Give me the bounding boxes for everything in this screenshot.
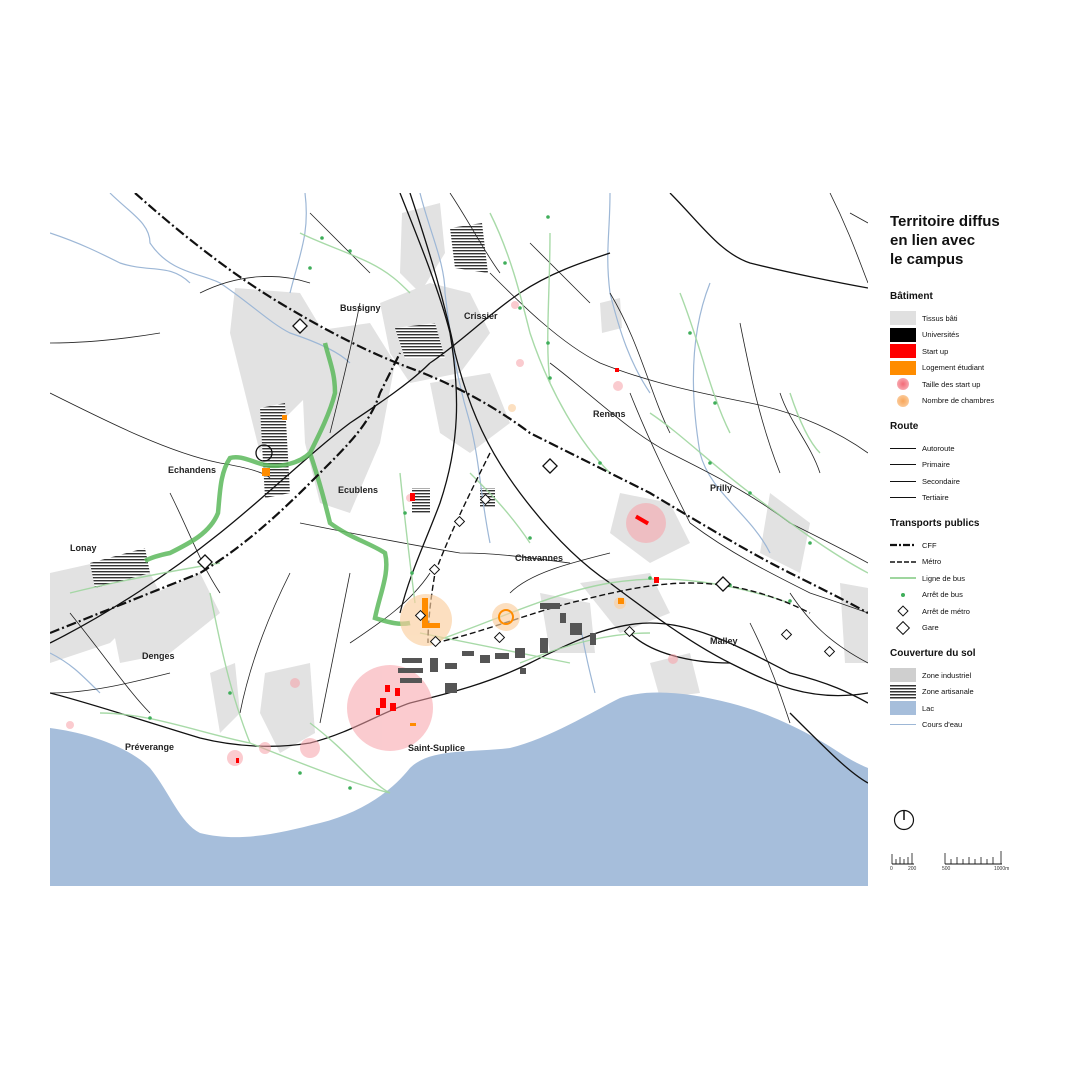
legend-batiment: Bâtiment Tissus bâti Universités Start u… [890,291,1070,409]
legend-item-bus-line: Ligne de bus [890,570,1070,587]
title-line: le campus [890,251,964,268]
legend-label: Secondaire [922,476,960,486]
map-svg: Bussigny Crissier Renens Echandens Ecubl… [50,193,868,886]
legend-section-title: Route [890,421,919,432]
university-buildings [398,603,596,693]
legend-label: Métro [922,557,942,567]
legend-label: Tertiaire [922,493,949,503]
legend-label: Lac [922,703,935,713]
legend-item-metro: Métro [890,554,1070,571]
logement-halos [400,404,626,646]
legend-item-cff: CFF [890,537,1070,554]
legend-item-taille-startup: Taille des start up [890,376,1070,393]
roads-minor [50,193,868,724]
legend-label: Cours d'eau [922,720,963,730]
place-label: Denges [142,651,175,661]
lake [50,692,868,886]
scale-label: 200 [908,866,917,872]
legend-item-autoroute: Autoroute [890,440,1070,457]
logement-buildings [262,415,624,726]
logement-ring [498,609,514,625]
legend-label: Taille des start up [922,379,981,389]
legend-sol: Couverture du sol Zone industriel Zone a… [890,648,1070,733]
title-line: en lien avec [890,232,976,249]
legend-route: Route Autoroute Primaire Secondaire Tert… [890,421,1070,506]
legend-transports: Transports publics CFF Métro Ligne de bu… [890,518,1070,636]
legend-label: Arrêt de métro [922,606,970,616]
legend-label: Autoroute [922,443,955,453]
scale-label: 500 [942,866,951,872]
place-label: Lonay [70,543,97,553]
legend-item-tertiaire: Tertiaire [890,490,1070,507]
legend-item-startup: Start up [890,343,1070,360]
title-line: Territoire diffus [890,213,1000,230]
built-tissue [50,203,868,753]
legend: Territoire diffus en lien avec le campus… [890,212,1070,745]
scale-bar-icon: 0 200 500 1000m [890,848,1009,872]
place-label: Malley [710,636,738,646]
legend-item-tissus: Tissus bâti [890,310,1070,327]
north-arrow-icon [893,809,915,836]
legend-label: CFF [922,540,937,550]
echandens-marker [255,444,273,462]
map-title: Territoire diffus en lien avec le campus [890,212,1070,269]
place-label: Crissier [464,311,498,321]
legend-label: Primaire [922,460,950,470]
legend-label: Tissus bâti [922,313,958,323]
place-label: Saint-Suplice [408,743,465,753]
legend-label: Zone artisanale [922,687,974,697]
place-label: Echandens [168,465,216,475]
legend-item-cours-eau: Cours d'eau [890,717,1070,734]
train-stations [197,318,731,592]
legend-section-title: Transports publics [890,518,980,529]
legend-item-industriel: Zone industriel [890,667,1070,684]
legend-label: Ligne de bus [922,573,965,583]
legend-item-logement: Logement étudiant [890,360,1070,377]
legend-item-metro-stop: Arrêt de métro [890,603,1070,620]
legend-item-secondaire: Secondaire [890,473,1070,490]
legend-label: Logement étudiant [922,363,985,373]
legend-item-universites: Universités [890,327,1070,344]
legend-label: Universités [922,330,960,340]
legend-label: Start up [922,346,949,356]
metro-stops [414,493,836,658]
legend-item-primaire: Primaire [890,457,1070,474]
legend-label: Gare [922,623,939,633]
roads-major [50,193,868,784]
place-labels: Bussigny Crissier Renens Echandens Ecubl… [70,303,738,753]
place-label: Renens [593,409,626,419]
legend-section-title: Couverture du sol [890,648,976,659]
place-label: Bussigny [340,303,381,313]
place-label: Chavannes [515,553,563,563]
legend-item-bus-stop: Arrêt de bus [890,587,1070,604]
startup-buildings [236,368,659,763]
map-area: Bussigny Crissier Renens Echandens Ecubl… [50,193,868,886]
place-label: Ecublens [338,485,378,495]
place-label: Préverange [125,742,174,752]
scale-label: 1000m [994,866,1010,872]
bus-stops [148,215,812,790]
legend-label: Nombre de chambres [922,396,995,406]
legend-item-lac: Lac [890,700,1070,717]
place-label: Prilly [710,483,732,493]
legend-label: Zone industriel [922,670,972,680]
green-path [143,342,411,627]
legend-section-title: Bâtiment [890,291,933,302]
cff-railway [50,193,868,635]
scale-label: 0 [890,866,893,872]
legend-item-gare: Gare [890,620,1070,637]
legend-label: Arrêt de bus [922,590,963,600]
legend-item-chambres: Nombre de chambres [890,393,1070,410]
legend-item-artisanale: Zone artisanale [890,684,1070,701]
